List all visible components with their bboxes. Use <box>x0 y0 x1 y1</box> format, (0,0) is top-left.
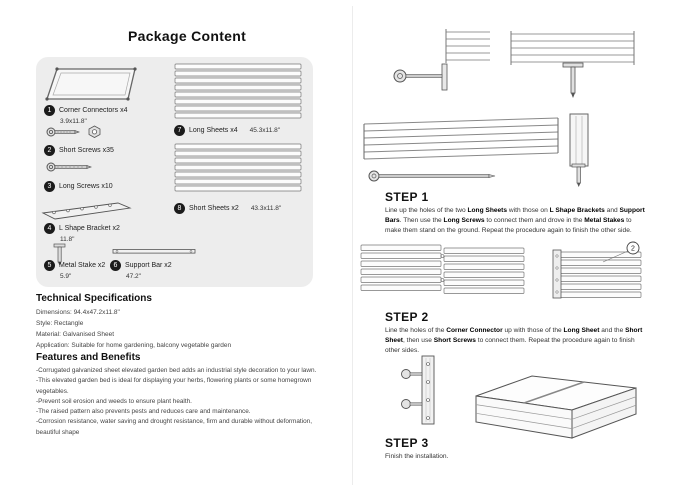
part-dimension: 5.9" <box>60 273 72 280</box>
part-label: Long Screws x10 <box>59 183 113 190</box>
part-row-support-bar: 6 Support Bar x2 <box>110 260 172 271</box>
metal-stake-icon <box>53 243 66 266</box>
long-screw-icon <box>46 162 92 172</box>
step1-title: STEP 1 <box>385 190 429 204</box>
part-number-badge: 1 <box>44 105 55 116</box>
part-row-short-screws: 2 Short Screws x35 <box>44 145 114 156</box>
part-dimension: 11.8" <box>60 236 75 243</box>
part-label: Corner Connectors x4 <box>59 107 128 114</box>
page-fold-divider <box>352 6 353 485</box>
spec-line: Application: Suitable for home gardening… <box>36 342 232 350</box>
part-dimension: 47.2" <box>126 273 141 280</box>
part-number-badge: 2 <box>44 145 55 156</box>
part-number-badge: 8 <box>174 203 185 214</box>
feature-item: -Prevent soil erosion and weeds to ensur… <box>36 397 192 405</box>
spec-line: Dimensions: 94.4x47.2x11.8" <box>36 309 120 316</box>
technical-specs-title: Technical Specifications <box>36 293 152 304</box>
part-row-l-shape-bracket: 4 L Shape Bracket x2 <box>44 223 120 234</box>
support-bar-icon <box>112 249 196 254</box>
part-dimension: 43.3x11.8" <box>250 205 282 212</box>
short-screw-icon <box>46 127 80 137</box>
part-number-badge: 6 <box>110 260 121 271</box>
hex-nut-icon <box>88 125 101 138</box>
part-dimension: 45.3x11.8" <box>249 127 281 134</box>
step1-stake-closeup-diagram <box>510 31 635 98</box>
features-list: -Corrugated galvanized sheet elevated ga… <box>36 366 336 438</box>
features-title: Features and Benefits <box>36 352 141 363</box>
part-label: Short Screws x35 <box>59 147 114 154</box>
part-label: L Shape Bracket x2 <box>59 225 120 232</box>
part-label: Support Bar x2 <box>125 262 172 269</box>
part-number-badge: 3 <box>44 181 55 192</box>
part-row-long-screws: 3 Long Screws x10 <box>44 181 113 192</box>
step1-screw-closeup-diagram <box>393 29 490 91</box>
technical-specs-lines: Dimensions: 94.4x47.2x11.8" Style: Recta… <box>36 307 231 351</box>
part-label: Metal Stake x2 <box>59 262 106 269</box>
page-title: Package Content <box>128 28 247 44</box>
step2-title: STEP 2 <box>385 310 429 324</box>
part-row-corner-connectors: 1 Corner Connectors x4 <box>44 105 127 116</box>
part-row-long-sheets: 7 Long Sheets x4 45.3x11.8" <box>174 125 280 136</box>
step2-sheets-joined-diagram <box>360 244 525 294</box>
step3-description: Finish the installation. <box>385 453 449 460</box>
part-number-badge: 4 <box>44 223 55 234</box>
part-label: Short Sheets x2 <box>189 205 239 212</box>
part-row-metal-stake: 5 Metal Stake x2 <box>44 260 105 271</box>
step1-sheet-assembly-diagram <box>363 113 589 187</box>
package-content-box: 1 Corner Connectors x4 3.9x11.8" 2 Short… <box>36 57 313 287</box>
step2-description: Line the holes of the Corner Connector u… <box>385 327 643 355</box>
part-row-short-sheets: 8 Short Sheets x2 43.3x11.8" <box>174 203 281 214</box>
step3-connector-screws-diagram <box>401 355 435 425</box>
corner-frame-diagram <box>45 67 137 101</box>
feature-item: -The raised pattern also prevents pests … <box>36 408 251 415</box>
step3-title: STEP 3 <box>385 436 429 450</box>
part-number-badge: 7 <box>174 125 185 136</box>
spec-line: Style: Rectangle <box>36 320 84 328</box>
feature-item: -Corrugated galvanized sheet elevated ga… <box>36 367 317 374</box>
step2-corner-connector-diagram: 2 <box>552 241 642 299</box>
long-sheets-stack-diagram <box>174 63 302 119</box>
part-number-badge: 5 <box>44 260 55 271</box>
step1-description: Line up the holes of the two Long Sheets… <box>385 207 645 235</box>
l-shape-bracket-icon <box>41 202 132 220</box>
short-sheets-stack-diagram <box>174 143 302 192</box>
part-label: Long Sheets x4 <box>189 127 238 134</box>
step2-part-callout: 2 <box>631 246 635 253</box>
part-dimension: 3.9x11.8" <box>60 118 87 125</box>
feature-item: -This elevated garden bed is ideal for d… <box>36 377 312 395</box>
feature-item: -Corrosion resistance, water saving and … <box>36 418 313 436</box>
spec-line: Material: Galvanised Sheet <box>36 331 115 339</box>
step3-assembled-bed-diagram <box>475 375 637 439</box>
